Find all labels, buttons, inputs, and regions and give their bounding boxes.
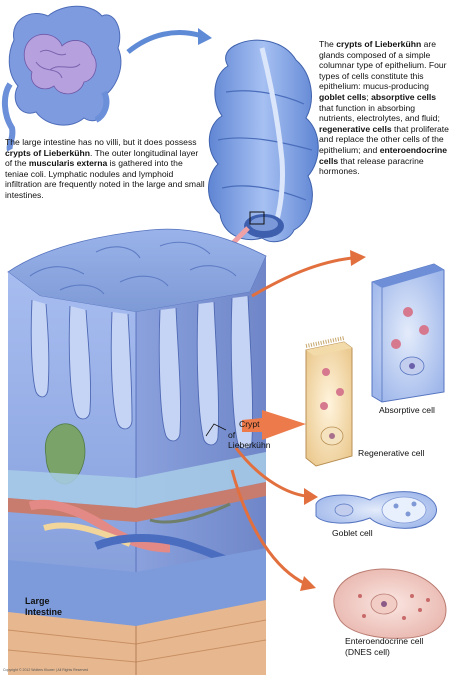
large-intestine-label: Large Intestine: [25, 596, 62, 618]
tissue-block: [7, 228, 267, 675]
goblet-cell: [315, 491, 437, 529]
crypt-label-line2: of: [228, 429, 236, 440]
copyright-notice: Copyright © 2012 Wolters Kluwer | All Ri…: [3, 668, 89, 672]
absorptive-cell-label: Absorptive cell: [379, 405, 435, 415]
large-intestine-line2: Intestine: [25, 607, 63, 617]
cell-arrows: [230, 250, 366, 591]
abdomen-intestine-overview: [2, 5, 122, 152]
enteroendocrine-cell: [333, 568, 447, 639]
enteroendocrine-label-line1: Enteroendocrine cell: [345, 636, 424, 646]
crypt-leader-line: [205, 423, 227, 437]
overview-arrow: [126, 30, 203, 54]
regenerative-cell-label: Regenerative cell: [358, 448, 425, 458]
large-intestine-line1: Large: [25, 596, 50, 606]
regenerative-cell: [305, 336, 353, 467]
enteroendocrine-cell-label: Enteroendocrine cell (DNES cell): [345, 636, 423, 657]
intro-paragraph: The large intestine has no villi, but it…: [5, 137, 205, 200]
enteroendocrine-label-line2: (DNES cell): [345, 646, 390, 657]
crypt-label-line3: Lieberkühn: [228, 440, 271, 451]
overview-arrow-head: [198, 28, 212, 45]
crypts-paragraph: The crypts of Lieberkühn are glands comp…: [319, 39, 449, 177]
crypt-label-line1: Crypt: [238, 419, 260, 429]
goblet-cell-label: Goblet cell: [332, 528, 373, 538]
colon-segment: [208, 39, 319, 243]
zoom-box: [249, 211, 265, 225]
crypt-label: Crypt of Lieberkühn: [228, 419, 271, 451]
absorptive-cell: [371, 263, 445, 403]
